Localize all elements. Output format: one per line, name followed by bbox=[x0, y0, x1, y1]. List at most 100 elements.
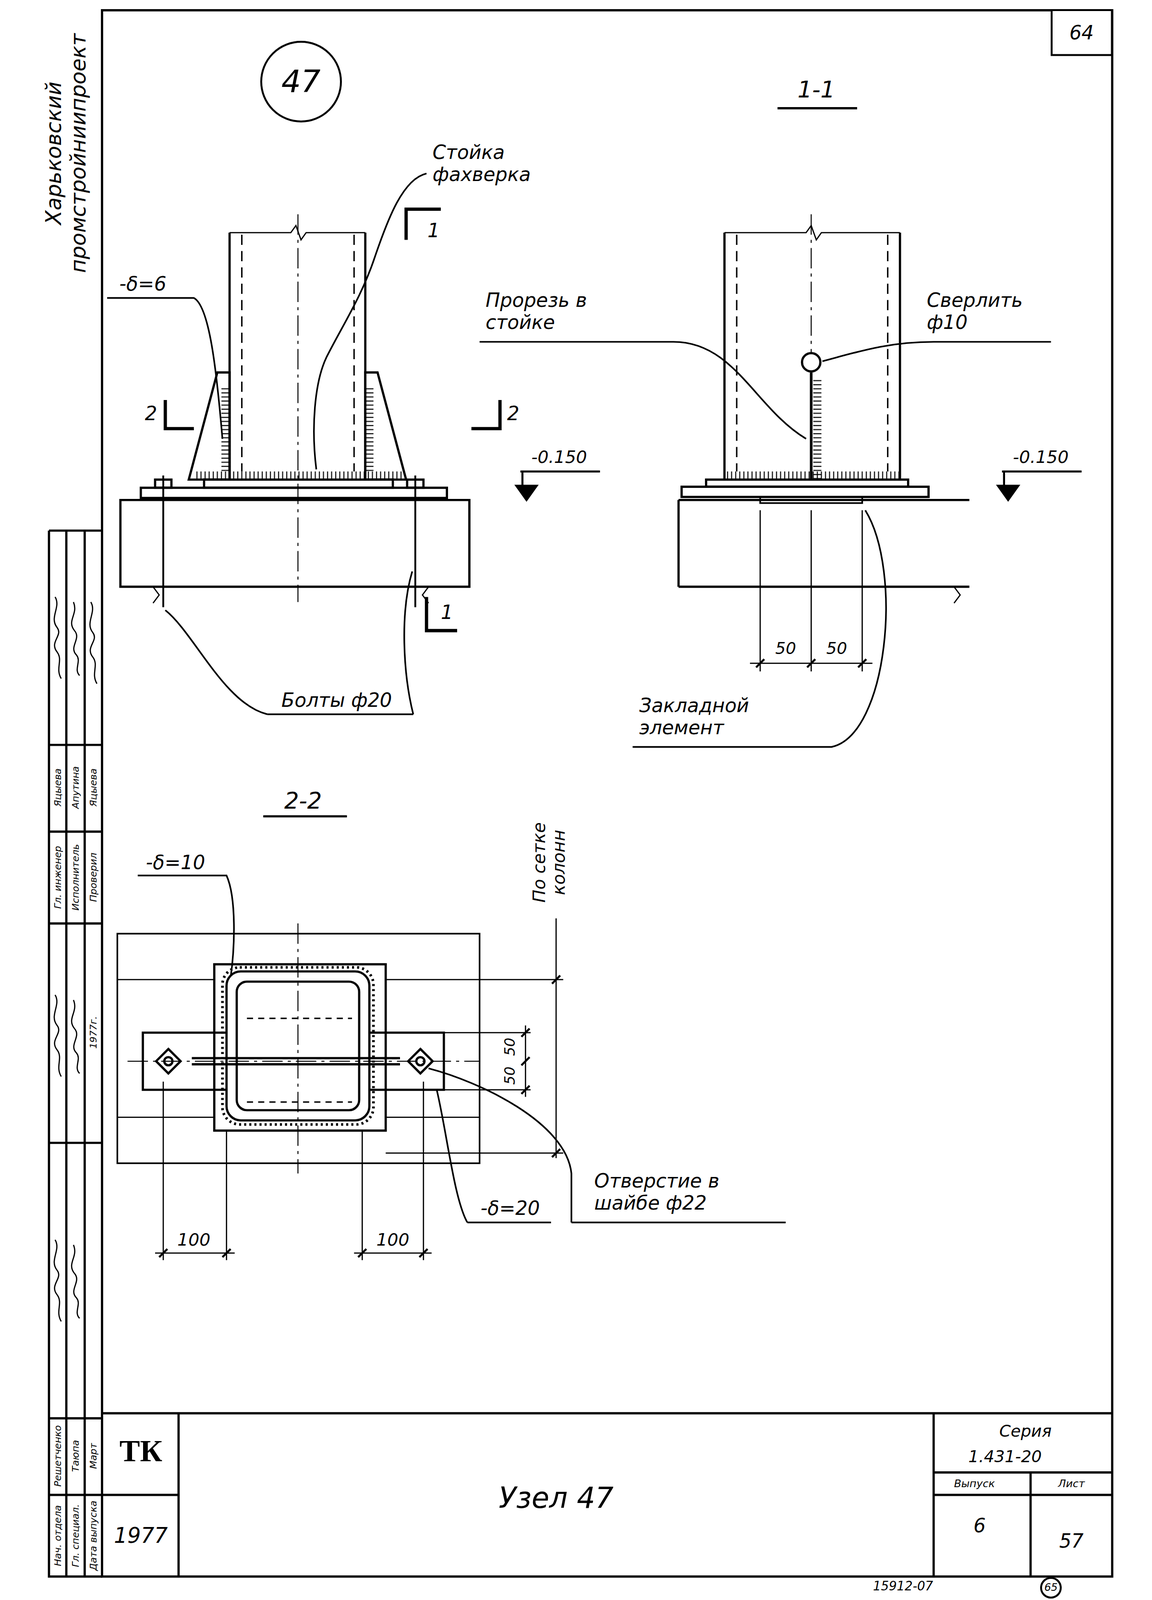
weld-seam-part bbox=[365, 471, 405, 480]
callout-note: Прорезь в стойке bbox=[485, 289, 596, 334]
section-marks-part bbox=[426, 596, 458, 631]
dimension-note: По сетке колонн bbox=[529, 802, 570, 923]
leader-lines-part bbox=[263, 108, 858, 817]
title-block-cell: Серия bbox=[999, 1422, 1052, 1442]
box-outline bbox=[1051, 10, 1112, 56]
section-title: 1-1 bbox=[797, 76, 836, 103]
dimension: 50 bbox=[826, 639, 848, 659]
weld-seam-part bbox=[194, 471, 230, 480]
callout-note: Закладной элемент bbox=[639, 694, 769, 739]
page-number-circle: 65 bbox=[1040, 1576, 1062, 1599]
leader-lines-part bbox=[404, 571, 414, 715]
leader-lines-part bbox=[137, 875, 234, 978]
leader-lines-part bbox=[632, 510, 886, 748]
sheet-frame-part bbox=[48, 530, 102, 1577]
level-marks-part bbox=[520, 471, 601, 486]
signatures-part bbox=[54, 1239, 62, 1322]
title-block-cell: Проверил bbox=[87, 852, 99, 903]
series-number: 1.431-20 bbox=[968, 1447, 1043, 1467]
title-block-cell: Гл. специал. bbox=[70, 1503, 82, 1567]
column-elevation-part bbox=[140, 487, 447, 498]
section-mark: 1 bbox=[427, 219, 440, 242]
thickness-note: -δ=10 bbox=[145, 851, 206, 874]
leader-lines-part bbox=[428, 1068, 786, 1223]
weld-seam-part bbox=[221, 388, 230, 472]
section-2-2-part bbox=[521, 1028, 530, 1094]
node-text: 47 bbox=[281, 64, 321, 99]
column-elevation-part bbox=[204, 479, 393, 488]
section-1-1-part bbox=[724, 225, 900, 241]
sheet-number: 57 bbox=[1059, 1529, 1084, 1553]
section-mark: 1 bbox=[440, 601, 453, 624]
thickness-note: -δ=6 bbox=[119, 272, 167, 295]
section-2-2-part bbox=[155, 1252, 432, 1254]
column-elevation-part bbox=[365, 372, 407, 480]
callout-note: Отверстие в шайбе ф22 bbox=[594, 1169, 753, 1214]
section-2-2-part bbox=[552, 975, 561, 1157]
level-marks-part bbox=[516, 485, 537, 501]
section-2-2-part bbox=[246, 1018, 352, 1103]
title-block-cell: Апутина bbox=[70, 766, 82, 810]
leader-lines-part bbox=[314, 173, 427, 470]
title-block-cell: Лист bbox=[1057, 1477, 1085, 1490]
section-2-2-part bbox=[385, 918, 564, 1158]
section-1-1-part bbox=[810, 372, 813, 480]
sheet-frame-part bbox=[101, 10, 1113, 1577]
callout-note: Болты ф20 bbox=[281, 689, 392, 712]
weld-seam bbox=[194, 377, 900, 480]
archive-number: 15912-07 bbox=[873, 1579, 934, 1594]
section-1-1-part bbox=[681, 486, 929, 498]
leader-lines-part bbox=[436, 1089, 551, 1223]
title-block-cell: Дата выпуска bbox=[87, 1500, 99, 1571]
sheet-frame bbox=[48, 10, 1113, 1577]
leader-lines-part bbox=[267, 713, 414, 716]
section-1-1-part bbox=[750, 510, 873, 672]
column-elevation-part bbox=[297, 214, 299, 602]
dimension: 100 bbox=[376, 1229, 410, 1250]
section-1-1-part bbox=[954, 586, 961, 604]
dimension: 50 bbox=[775, 639, 797, 659]
dimension: 50 bbox=[501, 1037, 519, 1056]
leader-lines bbox=[107, 108, 1052, 1223]
section-marks-part bbox=[165, 400, 194, 429]
title-block-cell: Выпуск bbox=[954, 1477, 995, 1490]
title-block-cell: Яцыева bbox=[52, 768, 64, 808]
section-1-1-part bbox=[756, 659, 867, 668]
title-block-cell: 1977г. bbox=[87, 1016, 99, 1049]
level-mark: -0.150 bbox=[531, 447, 587, 467]
section-2-2-part bbox=[127, 923, 480, 1174]
node-text: 65 bbox=[1044, 1581, 1058, 1594]
node-text: 64 bbox=[1069, 22, 1094, 44]
title-block-cell: Таюпа bbox=[70, 1440, 82, 1473]
dimension: 50 bbox=[501, 1066, 519, 1085]
section-marks bbox=[165, 209, 500, 631]
title-block-cell: Нач. отдела bbox=[52, 1505, 64, 1567]
drawing-title: Узел 47 bbox=[498, 1481, 614, 1515]
title-block-cell: Исполнитель bbox=[70, 844, 82, 911]
title-block-cell: Март bbox=[87, 1443, 99, 1469]
sheet-frame-part bbox=[101, 1413, 1113, 1577]
leader-lines-part bbox=[165, 610, 267, 715]
column-elevation-part bbox=[188, 372, 230, 480]
sheet-frame-part bbox=[48, 744, 102, 1495]
column-elevation bbox=[120, 214, 470, 607]
level-marks bbox=[516, 471, 1082, 500]
dimension: 100 bbox=[177, 1229, 211, 1250]
section-1-1-part bbox=[810, 214, 812, 352]
part-name: Стойка фахверка bbox=[432, 141, 544, 186]
title-block-cell: Гл. инженер bbox=[52, 846, 64, 910]
level-marks-part bbox=[1002, 471, 1082, 486]
weld-seam-part bbox=[813, 377, 822, 480]
logo: ТК bbox=[119, 1433, 163, 1469]
section-1-1-part bbox=[724, 232, 900, 480]
signatures-part bbox=[54, 596, 62, 679]
thickness-note: -δ=20 bbox=[480, 1197, 540, 1220]
weld-seam-part bbox=[229, 471, 366, 480]
level-marks-part bbox=[997, 485, 1019, 501]
level-mark: -0.150 bbox=[1012, 447, 1069, 467]
section-1-1-part bbox=[678, 499, 970, 587]
signatures-part bbox=[89, 602, 98, 684]
section-2-2-part bbox=[117, 933, 480, 1164]
